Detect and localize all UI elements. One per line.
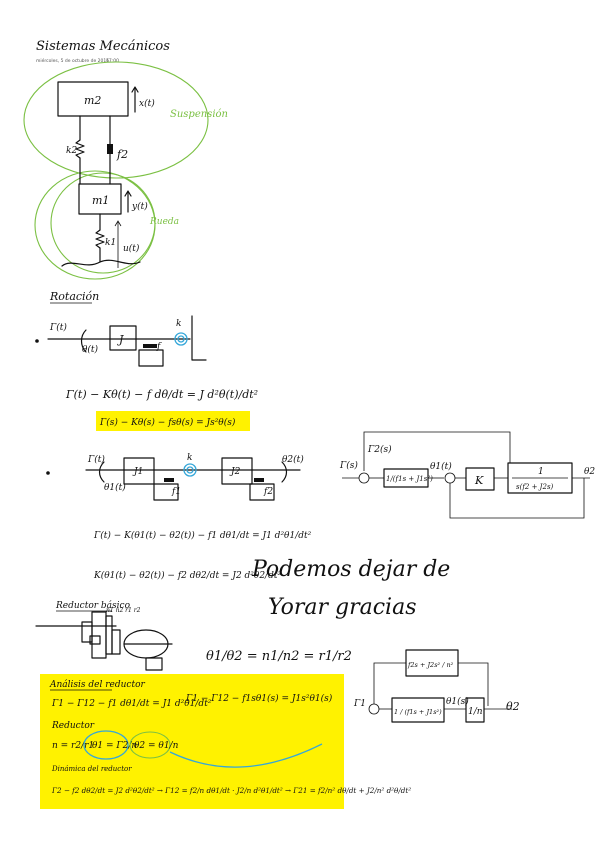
- handwritten-line-1: Podemos dejar de: [251, 557, 450, 582]
- reducer-labels: n1 n2 r1 r2: [106, 607, 141, 614]
- page-title: Sistemas Mecánicos: [36, 39, 170, 54]
- suspension-label: Suspensión: [170, 109, 228, 120]
- u-input: u(t): [123, 243, 140, 254]
- reducer-heading: Reductor básico: [55, 600, 131, 611]
- analysis-eq1: Γ1 − Γ12 − f1 dθ1/dt = J1 d²θ1/dt²: [51, 699, 212, 709]
- suspension-diagram: Suspensión Rueda m2 x(t) k2 f2 m1 y(t) k…: [23, 61, 228, 280]
- page-date: miércoles, 5 de octubre de 2016: [36, 57, 109, 64]
- analysis-eq5: θ2 = θ1/n: [134, 741, 179, 751]
- y-displacement: y(t): [131, 201, 148, 212]
- rotation-eq-laplace: Γ(s) − Kθ(s) − fsθ(s) = Js²θ(s): [99, 417, 236, 428]
- bd2-forward: 1 / (f1s + J1s²): [394, 708, 442, 716]
- two-mass-eq1: Γ(t) − K(θ1(t) − θ2(t)) − f1 dθ1/dt = J1…: [93, 530, 312, 541]
- handwritten-line-2: Yorar gracias: [268, 595, 416, 620]
- inertia-J2: J2: [229, 467, 241, 477]
- block-diagram-1: Γ2(s) Γ(s) 1/(f1s + J1s²) θ1(t) K 1 s(f2…: [339, 431, 595, 519]
- mass-m1: m1: [92, 194, 109, 207]
- block-diagram-2: f2s + J2s² / n² Γ1 1 / (f1s + J1s²) θ1(s…: [353, 649, 520, 723]
- bd2-output: θ2: [506, 700, 520, 713]
- spring-k-2: k: [187, 453, 192, 463]
- friction-f1: f1: [171, 487, 181, 497]
- analysis-eq3: n = r2/r1: [52, 741, 94, 751]
- page-time: 17:00: [106, 58, 119, 64]
- bd1-feedback-label: Γ2(s): [367, 444, 392, 455]
- damper-f2: f2: [116, 148, 128, 161]
- friction-f: f: [156, 342, 162, 352]
- bd1-block3-num: 1: [538, 467, 544, 477]
- friction-f2: f2: [263, 487, 273, 497]
- bd1-theta: θ1(t): [430, 461, 452, 472]
- dynamics-subheading: Dinámica del reductor: [51, 765, 132, 773]
- bd1-block3-den: s(f2 + J2s): [516, 483, 554, 491]
- mass-m2: m2: [84, 94, 101, 107]
- bd1-output: θ2: [584, 467, 595, 477]
- wheel-label: Rueda: [149, 217, 179, 227]
- torque-gamma: Γ(t): [49, 322, 67, 333]
- reducer-subheading: Reductor: [51, 721, 95, 731]
- reducer-diagram: n1 n2 r1 r2: [35, 607, 173, 671]
- torque-gamma-2: Γ(t): [87, 454, 105, 465]
- reducer-ratio: θ1/θ2 = n1/n2 = r1/r2: [206, 649, 352, 664]
- bd1-block1: 1/(f1s + J1s²): [386, 475, 433, 483]
- theta1-angle: θ1(t): [104, 482, 126, 493]
- two-mass-eq2: K(θ1(t) − θ2(t)) − f2 dθ2/dt = J2 d²θ2/d…: [93, 570, 281, 581]
- analysis-eq2: Γ1 − Γ12 − f1sθ1(s) = J1s²θ1(s): [185, 693, 333, 704]
- bd2-input: Γ1: [353, 699, 366, 709]
- spring-k1: k1: [105, 238, 116, 248]
- bd2-theta: θ1(s): [446, 696, 469, 707]
- rotation-eq-time: Γ(t) − Kθ(t) − f dθ/dt = J d²θ(t)/dt²: [65, 388, 258, 401]
- rotation-diagram: Γ(t) θ(t) J f k: [35, 315, 207, 367]
- rotation-heading: Rotación: [49, 290, 99, 303]
- x-displacement: x(t): [139, 98, 155, 109]
- spring-k: k: [176, 319, 181, 329]
- analysis-eq6: Γ2 − f2 dθ2/dt = J2 d²θ2/dt² → Γ12 = f2/…: [51, 786, 411, 795]
- theta-angle: θ(t): [82, 344, 99, 355]
- bd1-gain-K: K: [474, 474, 484, 487]
- bd2-gain: 1/n: [468, 707, 483, 717]
- theta2-angle: θ2(t): [282, 454, 304, 465]
- spring-k2: k2: [66, 146, 77, 156]
- bd1-input: Γ(s): [339, 460, 358, 471]
- bd2-feedback: f2s + J2s² / n²: [407, 661, 454, 669]
- analysis-eq4: θ1 = Γ2/n: [92, 741, 137, 751]
- two-mass-diagram: Γ(t) θ1(t) J1 f1 k J2 f2 θ2(t): [46, 453, 304, 501]
- inertia-J1: J1: [132, 467, 143, 477]
- inertia-J: J: [117, 333, 124, 346]
- analysis-heading: Análisis del reductor: [49, 679, 145, 690]
